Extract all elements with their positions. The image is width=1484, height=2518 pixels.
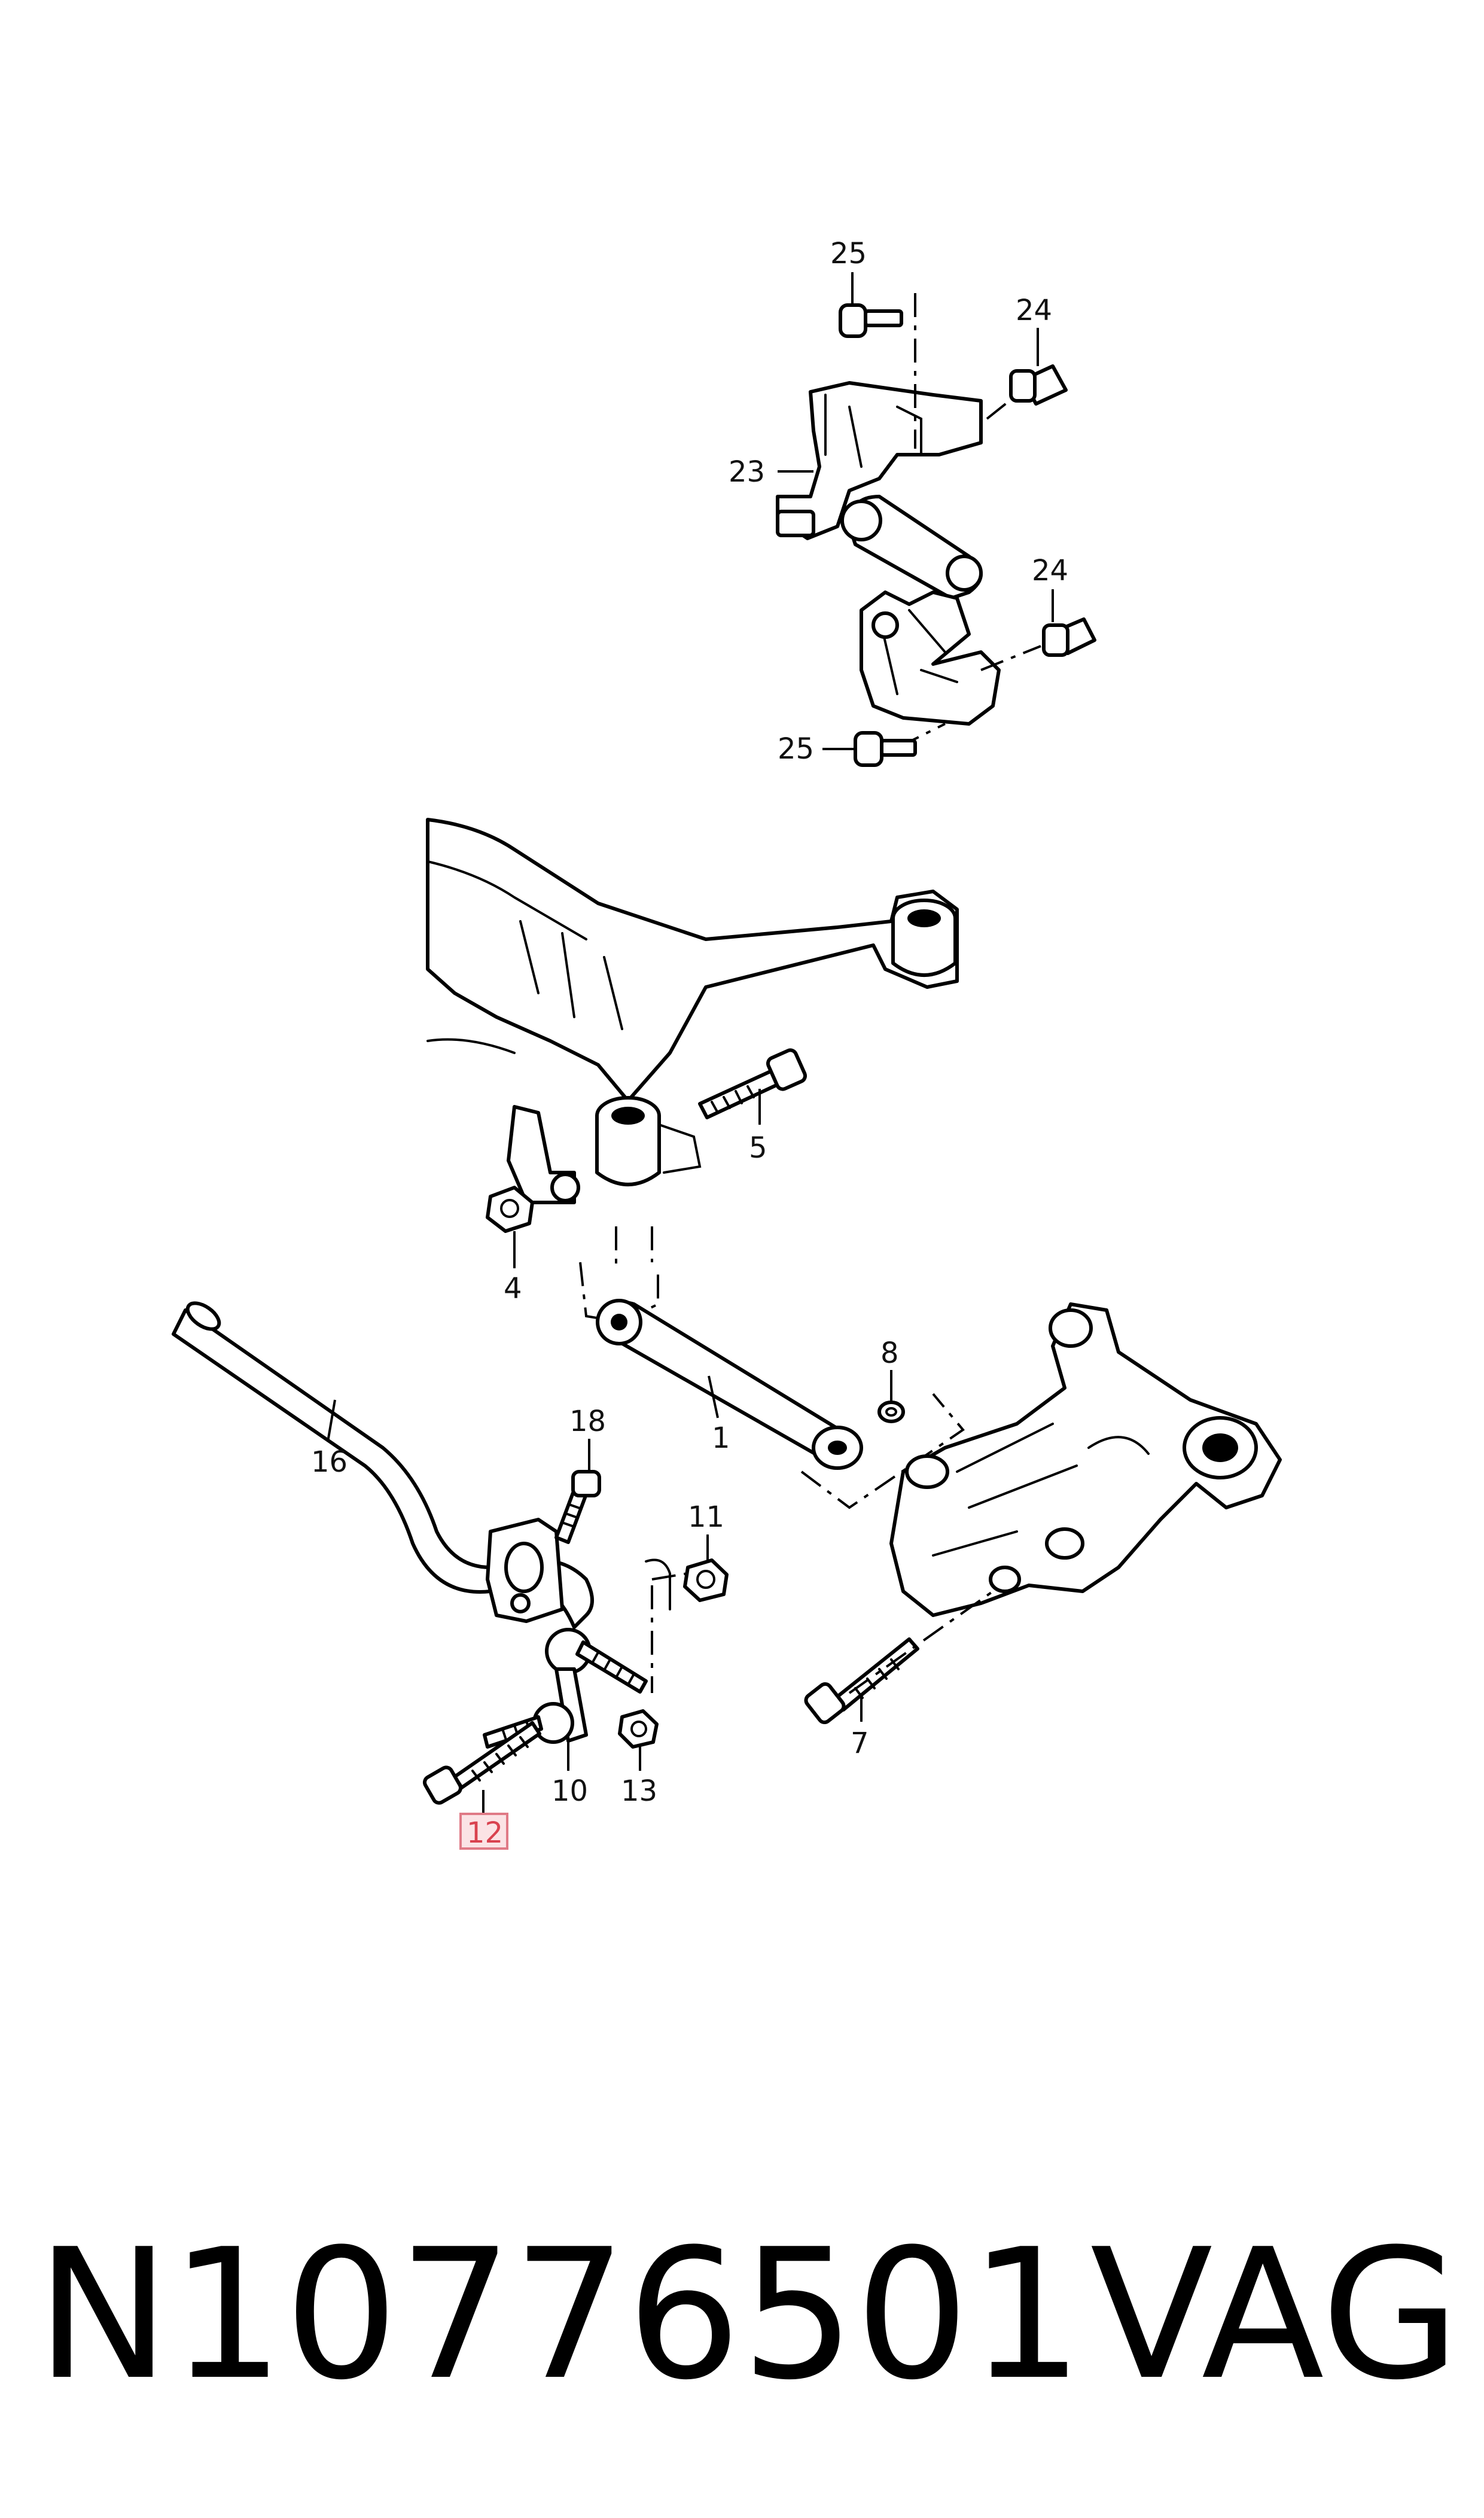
- callout-23: 23: [729, 455, 765, 489]
- callout-11: 11: [688, 1500, 724, 1534]
- callout-1: 1: [712, 1421, 730, 1455]
- wheel-carrier: [889, 1302, 1282, 1617]
- callout-25-bottom: 25: [778, 732, 814, 766]
- callout-10: 10: [551, 1774, 588, 1808]
- nut-4: [486, 1186, 534, 1233]
- nut-13: [618, 1709, 659, 1749]
- callout-12-highlighted: 12: [467, 1816, 503, 1850]
- subframe: [426, 818, 959, 1204]
- callout-18: 18: [569, 1405, 606, 1438]
- callout-7: 7: [851, 1727, 869, 1760]
- stabilizer-bar-16: [172, 1301, 671, 1629]
- bolt-7: [804, 1590, 994, 1725]
- brand-name: VAG: [1090, 2211, 1460, 2419]
- callout-24-top: 24: [1016, 294, 1052, 327]
- nut-11: [651, 1558, 729, 1602]
- washer-8: [877, 1400, 905, 1423]
- link-arm-1: [579, 1226, 965, 1509]
- callout-13: 13: [621, 1774, 657, 1808]
- level-sensor-assembly: [776, 293, 1096, 767]
- highlight-box-12: [459, 1813, 508, 1850]
- part-number: N10776501: [36, 2211, 1084, 2419]
- callout-24-mid: 24: [1032, 554, 1068, 587]
- callout-5: 5: [749, 1131, 767, 1165]
- callout-4: 4: [504, 1272, 522, 1305]
- bolt-18: [554, 1470, 601, 1544]
- callout-labels: 25 24 23 24 25 5 4 8 1 16 18 11 7 10 13 …: [311, 237, 1068, 1850]
- bolt-5: [698, 1048, 807, 1119]
- callout-16: 16: [311, 1445, 348, 1479]
- coupling-rod-10: [483, 1585, 653, 1749]
- leader-lines: [327, 272, 1054, 1813]
- bolt-12: [423, 1721, 541, 1805]
- callout-25-top: 25: [830, 237, 867, 270]
- callout-8: 8: [880, 1336, 899, 1370]
